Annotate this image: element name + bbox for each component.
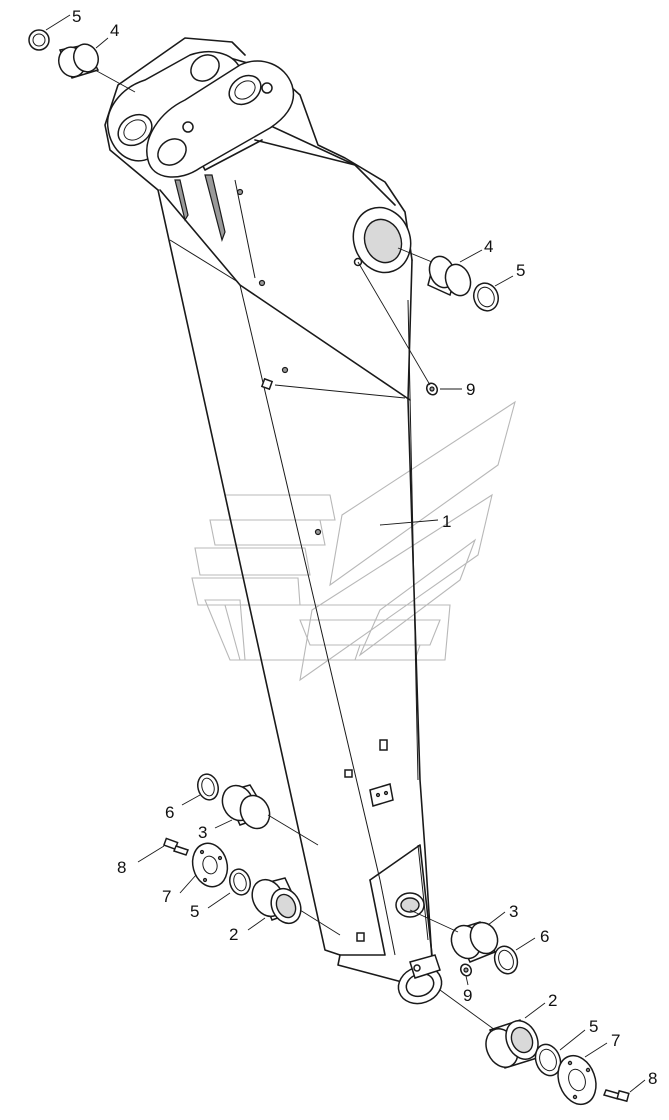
foot-boss-end <box>397 954 443 1005</box>
body-fasteners <box>236 188 394 942</box>
seal-ring-lower-right-6 <box>493 945 519 975</box>
seal-ring-lower-left-6 <box>197 773 219 801</box>
callout-right-5: 5 <box>516 261 525 280</box>
boom-top-lug-right <box>146 60 295 178</box>
callout-left-7: 7 <box>162 887 171 906</box>
callout-labels: 5 4 4 5 9 1 6 3 8 7 5 2 3 6 9 2 5 7 8 <box>72 7 657 1088</box>
callout-right-2: 2 <box>548 991 557 1010</box>
grease-fitting-upper <box>425 382 439 396</box>
callout-left-6: 6 <box>165 803 174 822</box>
callout-left-3: 3 <box>198 823 207 842</box>
plate-bottom-7 <box>557 1054 597 1106</box>
bushing-lower-left-3 <box>221 784 271 830</box>
callout-right-3: 3 <box>509 902 518 921</box>
callout-bottom-8: 8 <box>648 1069 657 1088</box>
watermark-logo <box>191 400 516 682</box>
callout-top-5: 5 <box>72 7 81 26</box>
bushing-lower-right-3 <box>450 921 499 963</box>
bolt-bottom-8 <box>602 1089 630 1103</box>
callout-left-2: 2 <box>229 925 238 944</box>
callout-right-6: 6 <box>540 927 549 946</box>
bushing-upper-right <box>427 255 472 297</box>
bushing-lower-right-2 <box>485 1019 539 1069</box>
callout-1: 1 <box>442 512 451 531</box>
bolt-lower-left-8 <box>162 837 189 856</box>
grease-fitting-lower <box>459 963 473 977</box>
foot-boss-mid <box>395 892 425 918</box>
boom-body <box>104 37 433 991</box>
callout-upper-9: 9 <box>466 380 475 399</box>
seal-ring-lower-left-5 <box>229 868 251 896</box>
callout-top-4: 4 <box>110 21 119 40</box>
callout-bottom-5: 5 <box>589 1017 598 1036</box>
bushing-lower-left-2 <box>251 877 302 925</box>
cylinder-mount-boss <box>352 206 412 274</box>
bushing-top-left <box>58 43 100 79</box>
seal-ring-upper-right <box>472 282 500 312</box>
seal-ring-bottom-5 <box>534 1043 562 1077</box>
callout-bottom-7: 7 <box>611 1031 620 1050</box>
callout-lower-9: 9 <box>463 986 472 1005</box>
leader-lines <box>45 14 646 1093</box>
seal-ring-top-left <box>28 29 50 51</box>
callout-left-8: 8 <box>117 858 126 877</box>
callout-left-5: 5 <box>190 902 199 921</box>
callout-right-4: 4 <box>484 237 493 256</box>
plate-lower-left-7 <box>191 842 229 888</box>
